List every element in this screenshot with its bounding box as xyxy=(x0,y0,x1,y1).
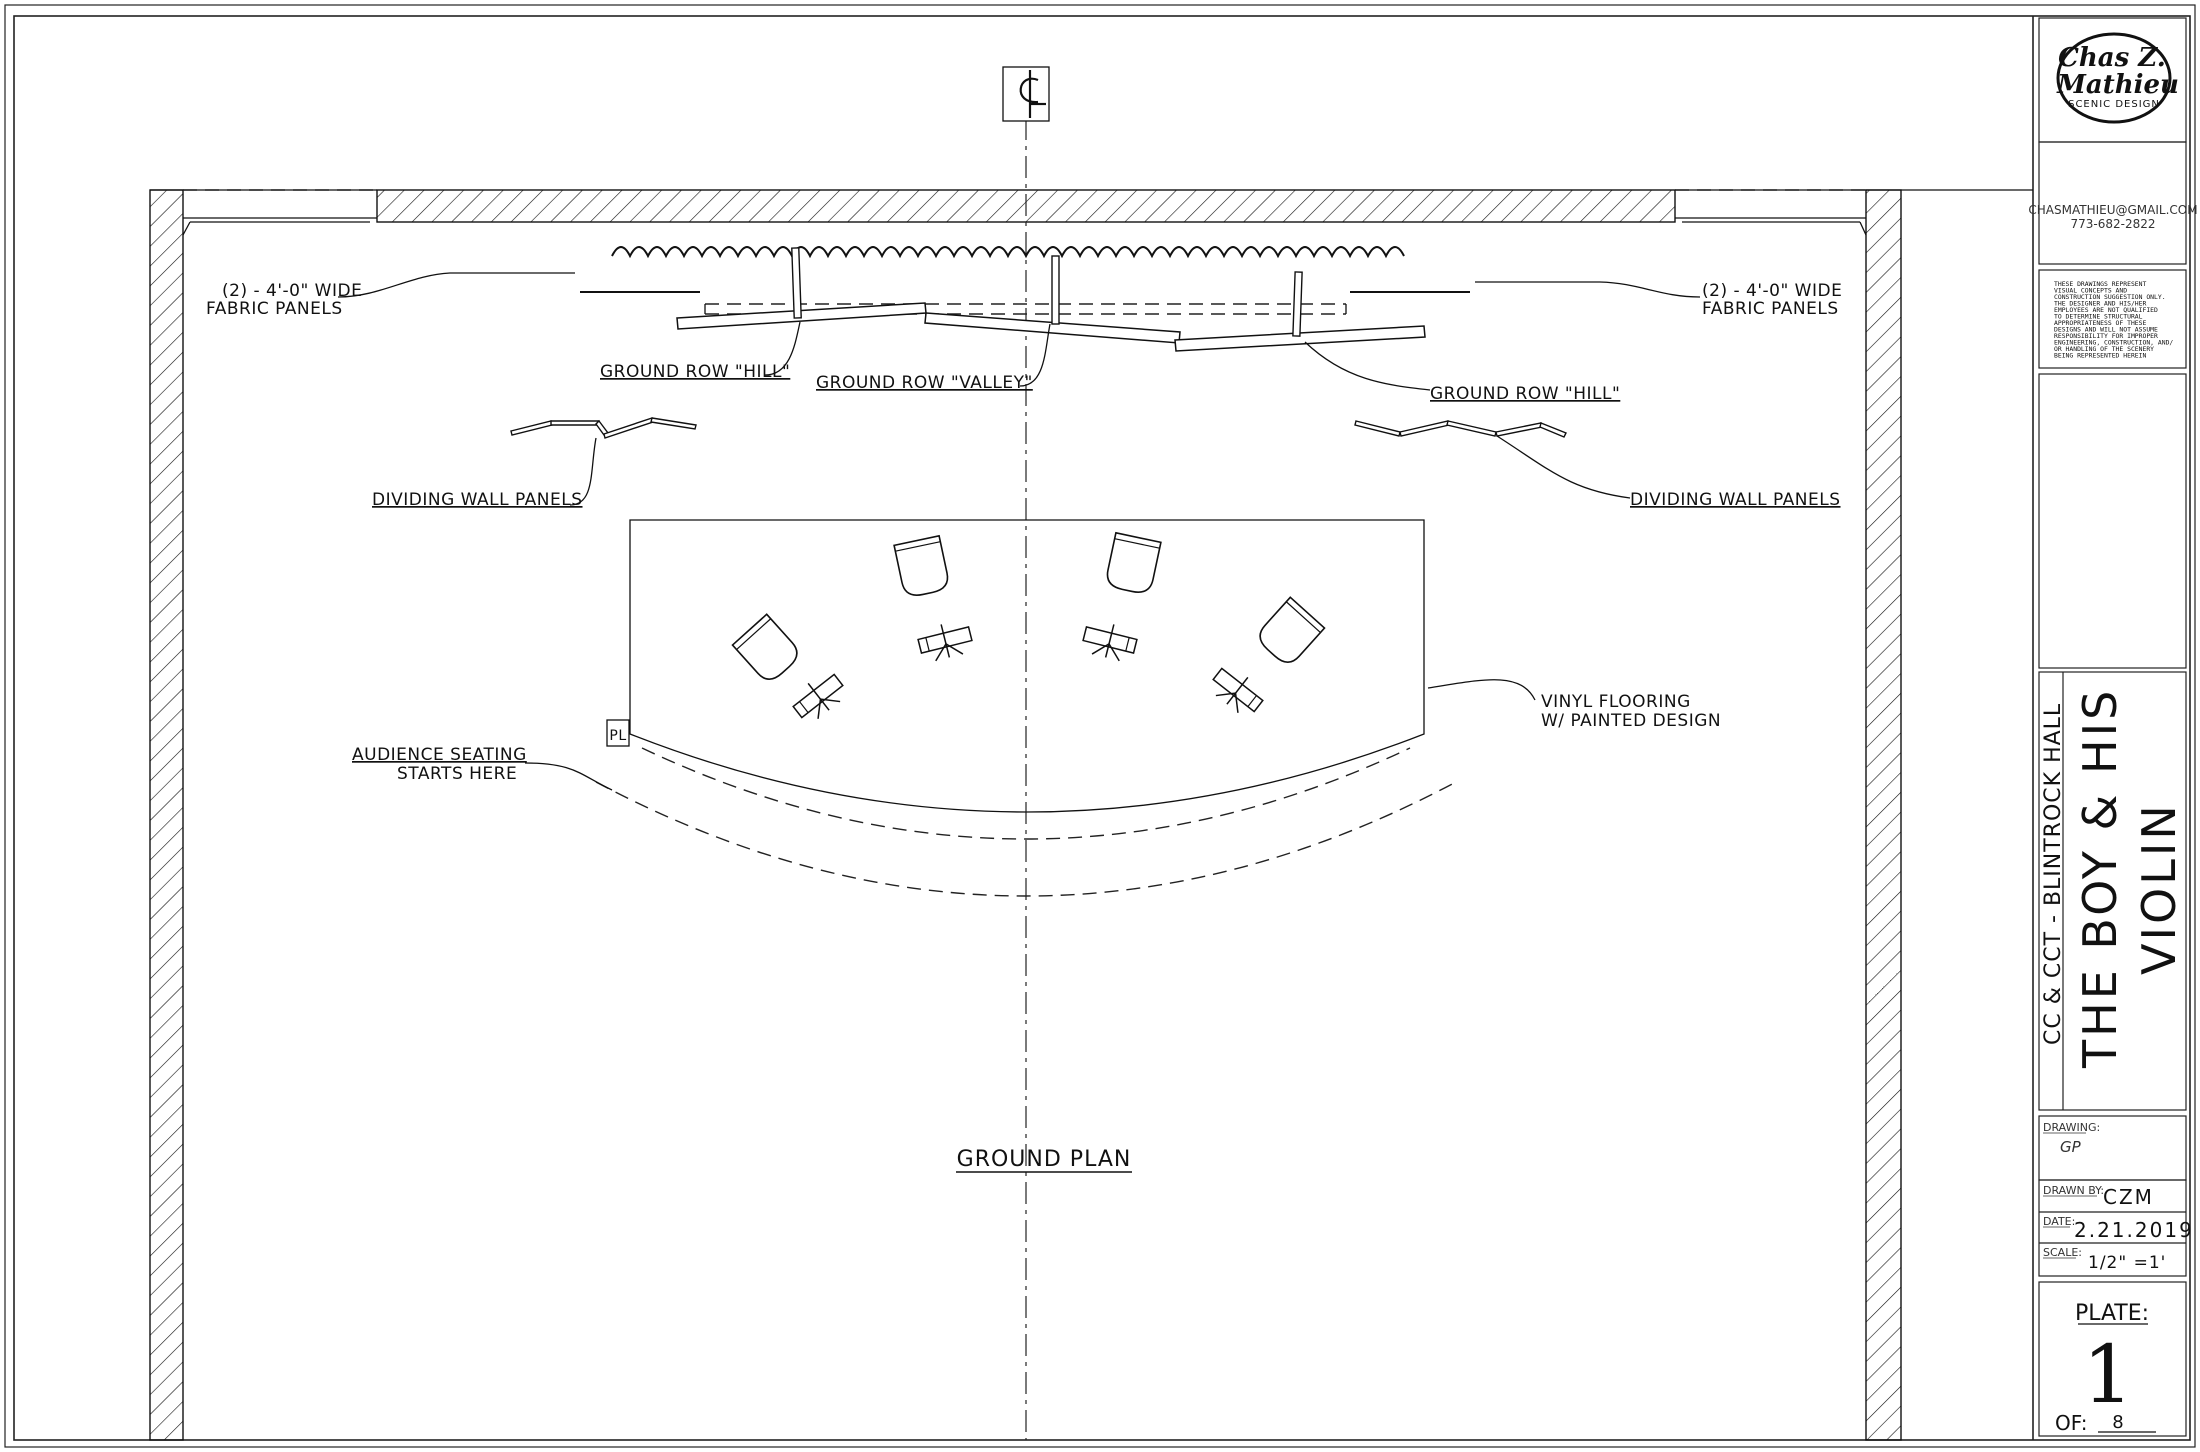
logo-line1: Chas Z. xyxy=(2058,43,2166,73)
label-ground-row-hill-left: GROUND ROW "HILL" xyxy=(600,362,790,382)
label-dividing-wall-right: DIVIDING WALL PANELS xyxy=(1630,490,1841,510)
disclaimer-line: VISUAL CONCEPTS AND xyxy=(2054,287,2127,295)
centerline xyxy=(1002,66,1050,1440)
ground-row-hill-right xyxy=(1174,325,1426,352)
label-ground-row-valley: GROUND ROW "VALLEY" xyxy=(816,373,1033,393)
of-label: OF: xyxy=(2055,1411,2087,1435)
show-title-line1: THE BOY & HIS xyxy=(2073,688,2127,1069)
label-vinyl-flooring-2: W/ PAINTED DESIGN xyxy=(1541,711,1721,731)
label-ground-row-hill-right: GROUND ROW "HILL" xyxy=(1430,384,1620,404)
scale-value: 1/2" =1' xyxy=(2088,1253,2166,1273)
leader-lines xyxy=(337,272,1701,791)
music-stand xyxy=(1212,667,1264,713)
drawn-by-value: CZM xyxy=(2103,1185,2154,1209)
designer-email: CHASMATHIEU@GMAIL.COM xyxy=(2028,203,2197,217)
date-value: 2.21.2019 xyxy=(2074,1218,2194,1242)
music-stand xyxy=(917,624,973,662)
stage-walls xyxy=(149,189,2033,1441)
drawing-label: DRAWING: xyxy=(2043,1121,2100,1134)
plaster-line-text: PL xyxy=(609,728,626,744)
scale-label: SCALE: xyxy=(2043,1246,2082,1259)
plaster-line-symbol: PL xyxy=(606,719,630,747)
show-title-line2: VIOLIN xyxy=(2132,802,2186,975)
chair xyxy=(1106,531,1162,593)
disclaimer-line: THESE DRAWINGS REPRESENT xyxy=(2054,280,2146,288)
disclaimer-line: RESPONSIBILITY FOR IMPROPER xyxy=(2054,332,2158,340)
drawing-value: GP xyxy=(2060,1138,2082,1156)
title-block: Chas Z. Mathieu SCENIC DESIGN CHASMATHIE… xyxy=(2028,17,2198,1437)
disclaimer-line: APPROPRIATENESS OF THESE xyxy=(2054,319,2146,327)
music-stand xyxy=(792,673,844,719)
chair xyxy=(893,534,949,596)
audience-seating-line xyxy=(595,747,1457,897)
vinyl-flooring-area xyxy=(629,519,1425,813)
designer-phone: 773-682-2822 xyxy=(2070,217,2155,231)
centerline-symbol-box xyxy=(1002,66,1050,122)
dividing-wall-left xyxy=(510,417,697,439)
disclaimer-line: EMPLOYEES ARE NOT QUALIFIED xyxy=(2054,306,2158,314)
disclaimer-line: THE DESIGNER AND HIS/HER xyxy=(2054,300,2146,308)
left-wall xyxy=(149,189,184,1441)
of-value: 8 xyxy=(2112,1412,2123,1433)
chair xyxy=(731,613,798,681)
drawn-by-label: DRAWN BY: xyxy=(2043,1184,2104,1197)
drawing-title: GROUND PLAN xyxy=(957,1147,1132,1172)
label-fabric-right-1: (2) - 4'-0" WIDE xyxy=(1702,281,1842,301)
music-stand xyxy=(1082,624,1138,662)
venue-name: CC & CCT - BLINTROCK HALL xyxy=(2041,703,2066,1045)
logo-sub: SCENIC DESIGN xyxy=(2068,99,2160,110)
designer-logo: Chas Z. Mathieu SCENIC DESIGN xyxy=(2056,32,2179,124)
disclaimer-line: TO DETERMINE STRUCTURAL xyxy=(2054,313,2143,321)
label-fabric-left-2: FABRIC PANELS xyxy=(206,299,343,319)
disclaimer-line: OR HANDLING OF THE SCENERY xyxy=(2054,345,2154,353)
disclaimer-line: BEING REPRESENTED HEREIN xyxy=(2054,352,2146,360)
chair xyxy=(1259,596,1326,664)
ground-rows xyxy=(676,247,1426,352)
disclaimer-text: THESE DRAWINGS REPRESENT VISUAL CONCEPTS… xyxy=(2054,280,2177,360)
disclaimer-line: ENGINEERING, CONSTRUCTION, AND/ xyxy=(2054,339,2173,347)
sheet-inner-border xyxy=(13,15,2191,1441)
dividing-wall-right xyxy=(1354,420,1567,438)
logo-line2: Mathieu xyxy=(2056,70,2179,100)
label-fabric-right-2: FABRIC PANELS xyxy=(1702,299,1839,319)
sheet-outer-border xyxy=(4,4,2196,1448)
label-dividing-wall-left: DIVIDING WALL PANELS xyxy=(372,490,583,510)
disclaimer-line: CONSTRUCTION SUGGESTION ONLY. xyxy=(2054,293,2166,301)
date-label: DATE: xyxy=(2043,1215,2075,1228)
plate-number: 1 xyxy=(2083,1328,2134,1421)
disclaimer-line: DESIGNS AND WILL NOT ASSUME xyxy=(2054,326,2158,334)
label-audience-seating-2: STARTS HERE xyxy=(397,764,517,784)
right-wall xyxy=(1865,189,1902,1441)
plate-label: PLATE: xyxy=(2075,1301,2149,1326)
label-fabric-left-1: (2) - 4'-0" WIDE xyxy=(222,281,362,301)
fabric-drape xyxy=(611,246,1405,259)
label-vinyl-flooring-1: VINYL FLOORING xyxy=(1541,692,1691,712)
label-audience-seating-1: AUDIENCE SEATING xyxy=(352,745,527,765)
